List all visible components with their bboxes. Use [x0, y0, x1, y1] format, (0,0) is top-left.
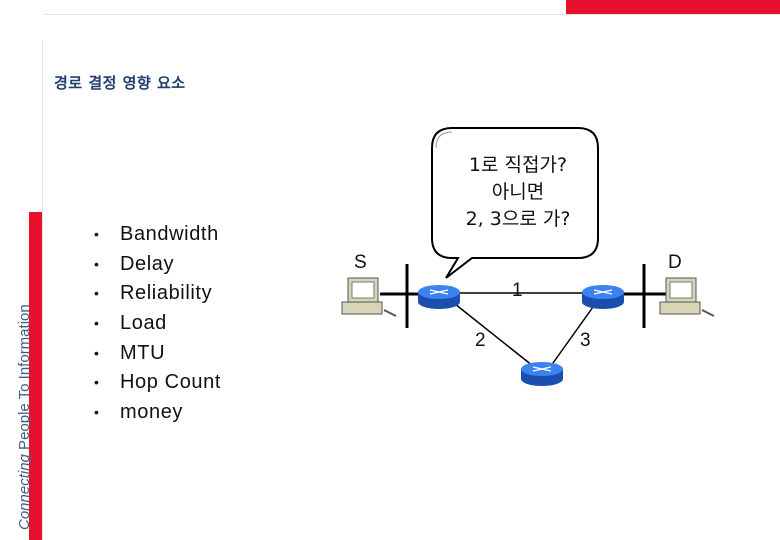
bubble-line: 아니면 — [491, 181, 545, 203]
bullet-icon: • — [94, 315, 100, 332]
bubble-line: 2, 3으로 가? — [465, 208, 571, 230]
source-computer-icon — [341, 277, 397, 317]
side-accent-bar — [29, 212, 42, 540]
bubble-text: 1로 직접가? 아니면 2, 3으로 가? — [433, 152, 603, 233]
list-item: • money — [92, 398, 221, 428]
bubble-line: 1로 직접가? — [468, 154, 568, 176]
speech-bubble — [431, 127, 599, 279]
factor-label: Bandwidth — [120, 223, 219, 245]
factor-label: MTU — [120, 341, 166, 364]
link-label: 3 — [580, 330, 591, 351]
router-icon — [582, 285, 624, 309]
factor-label: Hop Count — [120, 371, 222, 394]
list-item: • Hop Count — [92, 368, 221, 398]
destination-computer-icon — [659, 277, 715, 317]
router-icon — [418, 285, 460, 309]
router-icon — [521, 362, 563, 386]
link-label: 1 — [512, 280, 523, 301]
factor-label: money — [120, 401, 184, 424]
top-divider — [44, 14, 780, 15]
slide-title: 경로 결정 영향 요소 — [54, 74, 186, 92]
list-item: • Bandwidth — [92, 220, 221, 250]
factor-label: Delay — [120, 252, 175, 275]
factor-label: Reliability — [120, 282, 213, 305]
link-2 — [449, 299, 539, 371]
list-item: • Load — [92, 309, 221, 339]
source-label: S — [354, 252, 367, 273]
bullet-icon: • — [94, 255, 100, 272]
list-item: • Delay — [92, 250, 221, 280]
left-divider — [42, 40, 43, 540]
bullet-icon: • — [94, 374, 100, 391]
top-accent-bar — [566, 0, 780, 14]
bullet-icon: • — [94, 404, 100, 421]
factor-label: Load — [120, 312, 167, 335]
bullet-icon: • — [94, 285, 100, 302]
destination-label: D — [668, 252, 682, 273]
bullet-icon: • — [94, 344, 100, 361]
link-3 — [547, 299, 599, 371]
list-item: • Reliability — [92, 279, 221, 309]
list-item: • MTU — [92, 339, 221, 369]
bullet-icon: • — [94, 226, 100, 242]
factor-list: • Bandwidth • Delay • Reliability • Load • MT… — [92, 220, 221, 428]
link-label: 2 — [475, 330, 486, 351]
